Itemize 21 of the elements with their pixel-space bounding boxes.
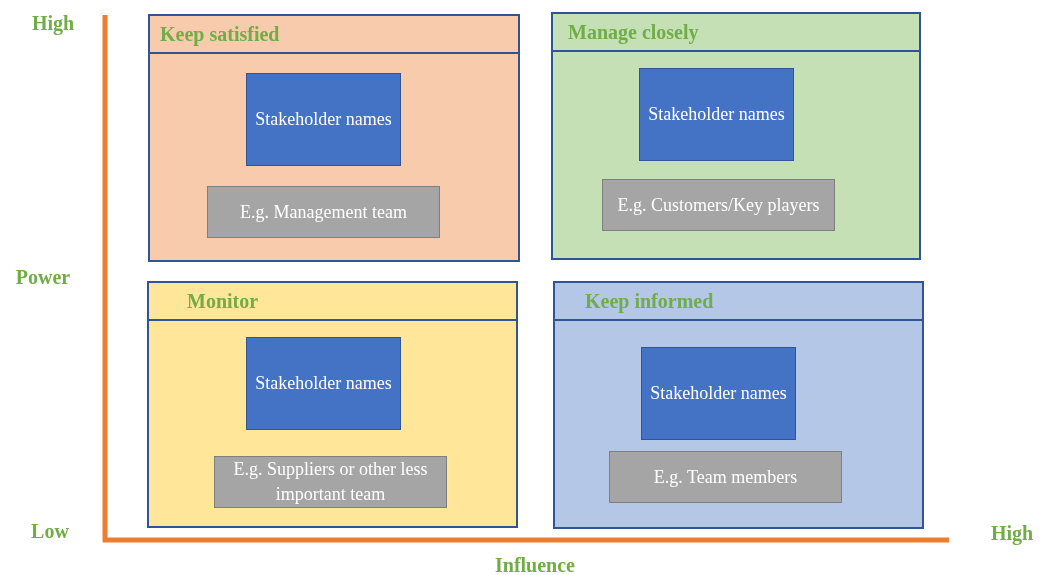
stakeholder-box: Stakeholder names [246, 337, 401, 430]
quadrant-heading: Monitor [187, 289, 259, 314]
quadrant-panel [551, 12, 921, 260]
quadrant-panel [148, 14, 520, 262]
quadrant-heading: Manage closely [568, 20, 699, 46]
quadrant-panel [147, 281, 518, 528]
axis-label: Low [30, 519, 70, 544]
example-box: E.g. Management team [207, 186, 440, 238]
quadrant-heading: Keep informed [585, 289, 714, 315]
example-box: E.g. Customers/Key players [602, 179, 835, 231]
quadrant-panel [553, 281, 924, 529]
example-box: E.g. Team members [609, 451, 842, 503]
stakeholder-box: Stakeholder names [639, 68, 794, 161]
stakeholder-box: Stakeholder names [641, 347, 796, 440]
quadrant-heading: Keep satisfied [160, 22, 280, 48]
axis-label: High [989, 521, 1035, 547]
axis-label: Influence [494, 553, 576, 575]
axis-label: Power [14, 265, 72, 290]
stakeholder-box: Stakeholder names [246, 73, 401, 166]
axis-label: High [30, 11, 76, 37]
example-box: E.g. Suppliers or other less important team [214, 456, 447, 508]
